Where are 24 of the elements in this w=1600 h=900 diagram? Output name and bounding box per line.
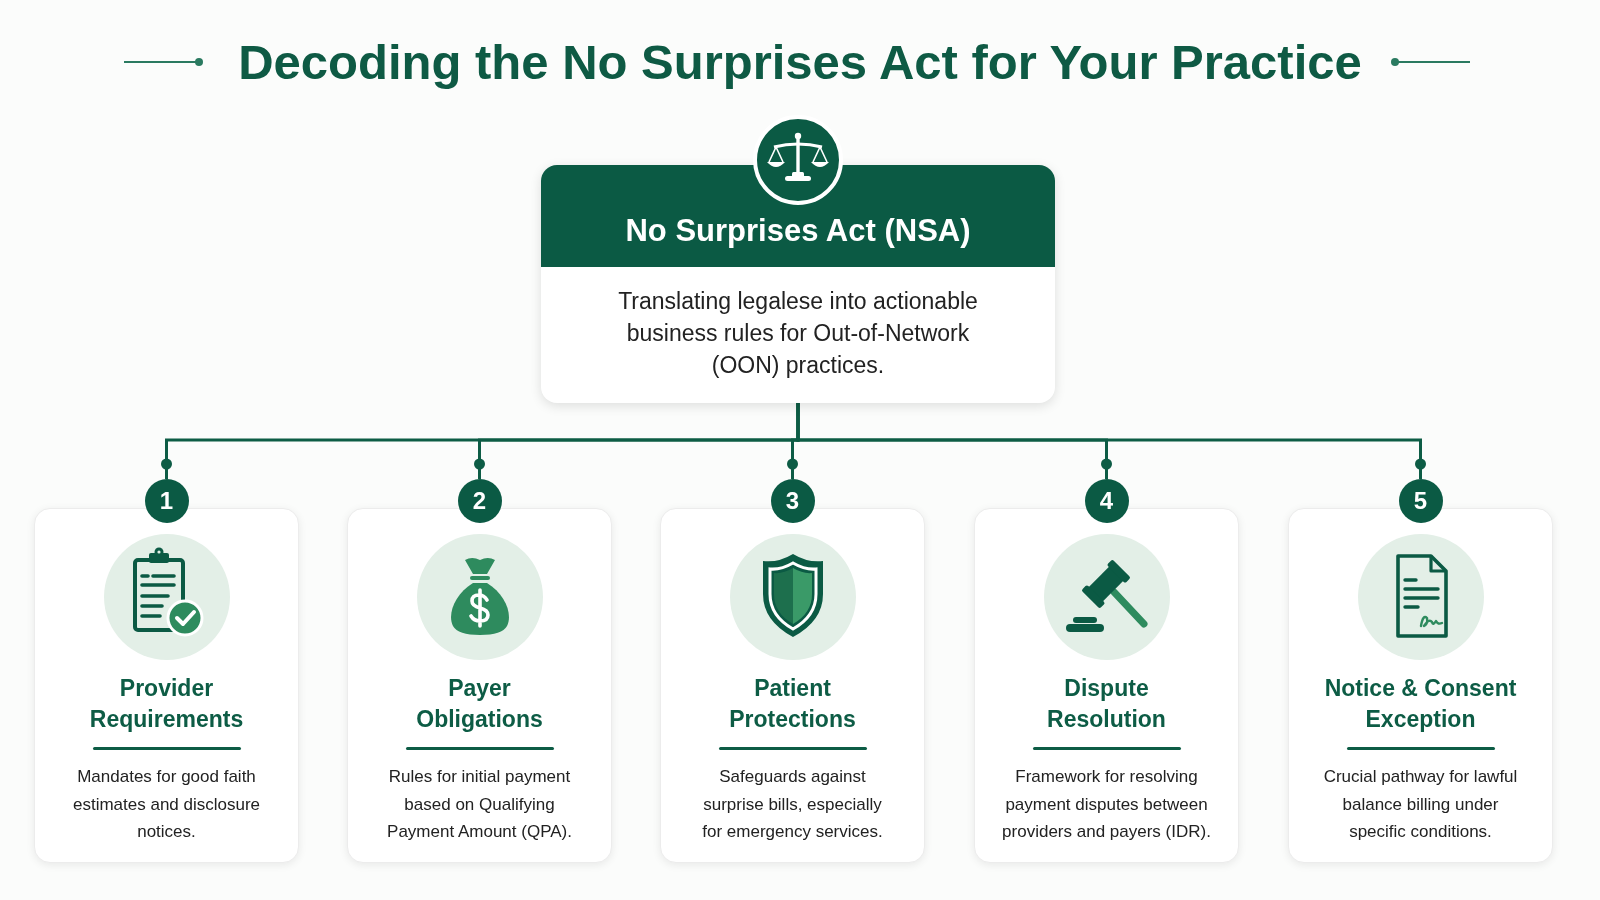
card-title: Provider Requirements <box>88 674 245 734</box>
card-heading: No Surprises Act (NSA) <box>625 212 971 250</box>
topic-card <box>1288 508 1553 863</box>
card-description: Rules for initial payment based on Qualifying Payment Amount (QPA). <box>386 766 573 843</box>
card-description: Crucial pathway for lawful balance billing under specific conditions. <box>1322 766 1519 843</box>
diagram-title: Decoding the No Surprises Act for Your Practice <box>238 34 1362 90</box>
step-number-badge: 4 <box>1084 479 1129 523</box>
topic-card <box>660 508 925 863</box>
card-title: Dispute Resolution <box>1046 674 1167 734</box>
card-description: Translating legalese into actionable business rules for Out-of-Network (OON) practices. <box>617 287 979 380</box>
connector-line <box>796 403 1426 479</box>
topic-card <box>974 508 1239 863</box>
card-description: Framework for resolving payment disputes between providers and payers (IDR). <box>1001 766 1212 843</box>
step-number-badge: 1 <box>144 479 189 523</box>
topic-card <box>34 508 299 863</box>
card-description: Mandates for good faith estimates and disclosure notices. <box>71 766 262 843</box>
step-number-badge: 5 <box>1398 479 1443 523</box>
topic-card <box>347 508 612 863</box>
card-description: Safeguards against surprise bills, especially for emergency services. <box>701 766 884 843</box>
card-title: Payer Obligations <box>415 674 544 734</box>
step-number-badge: 2 <box>457 479 502 523</box>
card-title: Patient Protections <box>728 674 857 734</box>
card-title: Notice & Consent Exception <box>1323 674 1518 734</box>
step-number-badge: 3 <box>770 479 815 523</box>
